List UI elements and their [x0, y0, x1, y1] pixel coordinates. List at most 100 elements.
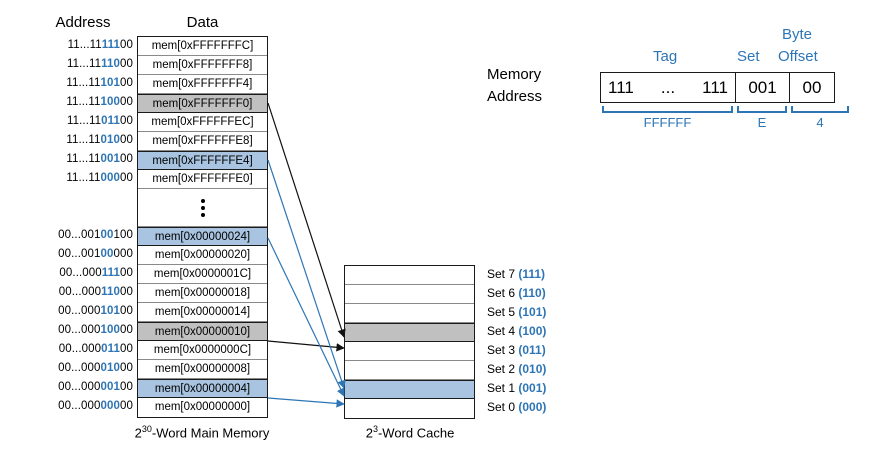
- address-set-bits: 001: [100, 153, 120, 165]
- memory-word-row: mem[0x00000018]: [138, 284, 267, 303]
- cache-caption-base: 2: [365, 425, 373, 441]
- memory-word-value: mem[0x0000001C]: [153, 268, 252, 280]
- memory-word-value: mem[0x00000000]: [154, 401, 251, 413]
- address-prefix-bits: 00...001: [58, 248, 101, 260]
- address-set-bits: 101: [100, 77, 120, 89]
- address-label: 00...00000000: [33, 397, 133, 416]
- address-prefix-bits: 11...11: [66, 134, 101, 146]
- address-prefix-bits: 11...11: [66, 153, 101, 165]
- address-bit-field-box: 111 ... 111 001 00: [600, 72, 835, 103]
- memory-word-row: mem[0x00000014]: [138, 303, 267, 322]
- address-column-header: Address: [55, 14, 111, 31]
- cache-set-name: Set 3: [487, 343, 519, 357]
- set-field-label: Set: [737, 48, 760, 65]
- cache-set-binary: (110): [518, 286, 546, 300]
- cache-set-binary: (000): [518, 400, 547, 414]
- cache-set-name: Set 0: [487, 400, 519, 414]
- tag-bits-left: 111: [608, 77, 634, 97]
- address-set-bits: 010: [100, 134, 120, 146]
- cache-set-label: Set 6 (110): [487, 284, 597, 303]
- tag-bits-field: 111 ... 111: [601, 73, 736, 102]
- address-set-bits: 110: [101, 286, 120, 298]
- address-prefix-bits: 00...001: [58, 229, 101, 241]
- memory-word-row: mem[0x00000004]: [138, 379, 267, 398]
- address-offset-bits: 000: [113, 248, 133, 260]
- address-label: 11...1100000: [33, 169, 133, 188]
- address-label: 11...1110000: [33, 93, 133, 112]
- main-memory-caption-rest: -Word Main Memory: [151, 425, 270, 441]
- memory-word-row: mem[0xFFFFFFF8]: [138, 56, 267, 75]
- cache-set-row: [345, 361, 474, 380]
- address-prefix-bits: 11...11: [66, 96, 101, 108]
- address-label: 11...1101100: [33, 112, 133, 131]
- address-prefix-bits: 00...000: [59, 267, 102, 279]
- address-label: 00...00000100: [33, 378, 133, 397]
- arrow-ffffffE4-to-set1: [267, 159, 346, 389]
- address-prefix-bits: 00...000: [58, 286, 102, 298]
- memory-word-value: mem[0x00000008]: [154, 363, 251, 375]
- cache-set-name: Set 1: [487, 381, 519, 395]
- memory-word-value: mem[0xFFFFFFF8]: [152, 59, 253, 71]
- cache-set-label: Set 2 (010): [487, 360, 597, 379]
- memory-address-label-line1: Memory: [487, 66, 542, 83]
- address-prefix-bits: 00...000: [58, 381, 101, 393]
- memory-word-row: mem[0xFFFFFFF0]: [138, 94, 267, 113]
- address-set-bits: 100: [100, 96, 120, 108]
- address-set-bits: 111: [101, 39, 120, 51]
- cache-set-name: Set 5: [487, 305, 519, 319]
- address-label: 00...00011100: [33, 264, 133, 283]
- arrow-00000024-to-set1: [267, 237, 345, 397]
- address-offset-bits: 00: [120, 172, 133, 184]
- address-offset-bits: 00: [120, 381, 133, 393]
- memory-word-value: mem[0xFFFFFFE4]: [152, 155, 253, 167]
- address-set-bits: 00: [100, 248, 114, 260]
- tag-hex-label: FFFFFF: [643, 115, 692, 130]
- address-set-bits: 110: [101, 58, 120, 70]
- cache-set-label-list: Set 7 (111)Set 6 (110)Set 5 (101)Set 4 (…: [487, 265, 597, 417]
- address-offset-bits: 00: [120, 58, 133, 70]
- address-set-bits: 010: [100, 362, 120, 374]
- memory-word-row: mem[0x00000000]: [138, 398, 267, 417]
- address-set-bits: 100: [100, 324, 120, 336]
- address-offset-bits: 00: [120, 267, 133, 279]
- address-prefix-bits: 00...000: [58, 400, 101, 412]
- cache-caption: 23-Word Cache: [340, 424, 480, 440]
- address-prefix-bits: 11...11: [66, 58, 102, 70]
- address-prefix-bits: 00...000: [58, 362, 101, 374]
- memory-word-row: mem[0xFFFFFFE4]: [138, 151, 267, 170]
- address-offset-bits: 100: [113, 229, 133, 241]
- address-label: 11...1111100: [33, 36, 133, 55]
- cache-set-name: Set 2: [487, 362, 519, 376]
- cache-set-binary: (001): [518, 381, 547, 395]
- main-memory-caption-exponent: 30: [141, 424, 152, 434]
- arrow-ffffffF0-to-set4: [267, 102, 346, 338]
- arrow-00000004-to-set1: [267, 397, 345, 408]
- cache-set-row: [345, 399, 474, 418]
- cache-set-row: [345, 285, 474, 304]
- cache-set-row: [345, 304, 474, 323]
- address-label: 00...00010000: [33, 321, 133, 340]
- cache-set-binary: (010): [518, 362, 547, 376]
- cache-set-binary: (011): [518, 343, 546, 357]
- cache-set-label: Set 5 (101): [487, 303, 597, 322]
- memory-word-value: mem[0x00000018]: [154, 287, 251, 299]
- memory-word-value: mem[0xFFFFFFF0]: [152, 98, 253, 110]
- main-memory-caption-base: 2: [134, 425, 142, 441]
- memory-word-row: mem[0x00000020]: [138, 246, 267, 265]
- tag-bracket: [602, 106, 733, 113]
- cache-set-label: Set 4 (100): [487, 322, 597, 341]
- memory-word-row: mem[0xFFFFFFE0]: [138, 170, 267, 189]
- cache-set-row: [345, 380, 474, 399]
- memory-word-row: mem[0xFFFFFFE8]: [138, 132, 267, 151]
- memory-word-value: mem[0x00000020]: [154, 249, 251, 261]
- memory-address-breakdown: Memory Address Tag Set Byte Offset 111 .…: [487, 14, 867, 144]
- memory-word-row: mem[0x0000001C]: [138, 265, 267, 284]
- address-offset-bits: 00: [120, 286, 133, 298]
- address-prefix-bits: 11...11: [66, 115, 102, 127]
- address-ellipsis: [33, 188, 133, 226]
- memory-word-value: mem[0xFFFFFFF4]: [152, 78, 253, 90]
- memory-word-value: mem[0xFFFFFFFC]: [151, 40, 254, 52]
- address-set-bits: 000: [100, 172, 120, 184]
- address-offset-bits: 00: [120, 115, 133, 127]
